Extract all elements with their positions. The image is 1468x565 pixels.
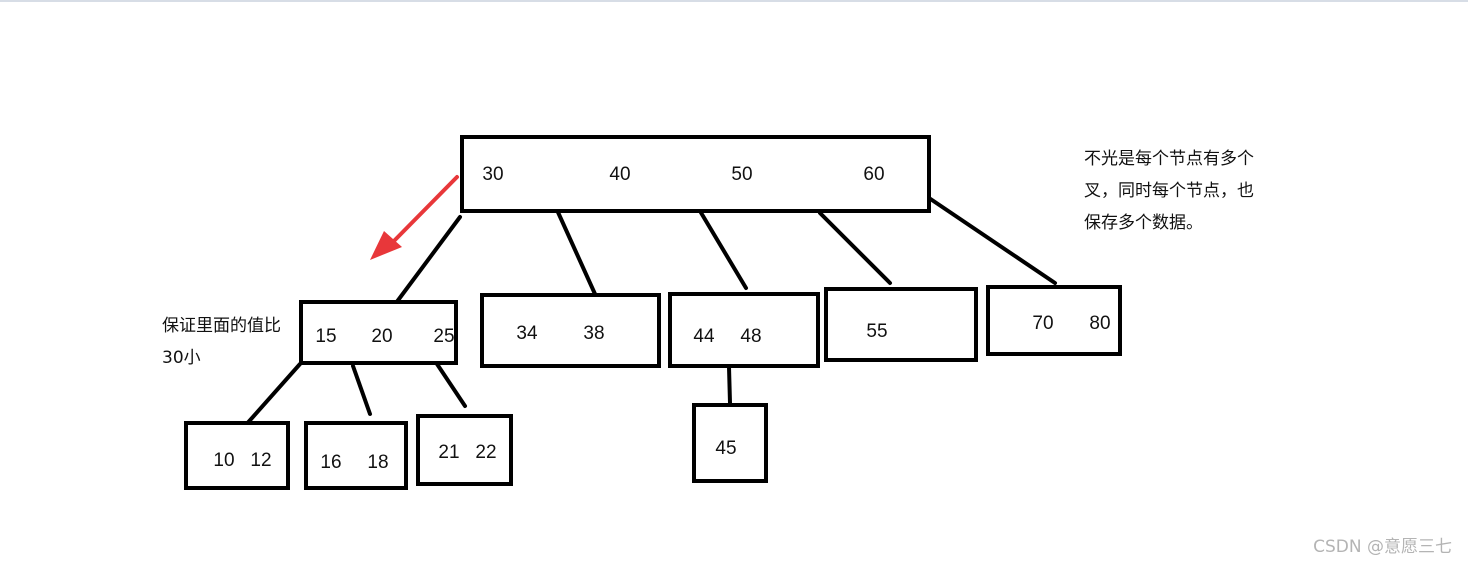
right-annotation-line: 叉，同时每个节点，也 <box>1084 181 1254 201</box>
leaf-node-1-key: 12 <box>250 450 271 471</box>
edge-root-child-3 <box>698 209 748 290</box>
child-node-2-key: 38 <box>583 323 604 344</box>
leaf-node-1-key: 10 <box>213 450 234 471</box>
leaf-node-2-key: 18 <box>367 452 388 473</box>
root-key: 50 <box>731 164 752 185</box>
left-annotation-line: 30小 <box>162 348 201 368</box>
edge-root-child-5 <box>927 196 1057 285</box>
edge-child-1-leaf-2 <box>351 364 372 416</box>
root-key: 30 <box>482 164 503 185</box>
edge-root-child-2 <box>555 208 597 296</box>
root-key: 40 <box>609 164 630 185</box>
right-annotation: 不光是每个节点有多个 叉，同时每个节点，也 保存多个数据。 <box>1084 143 1254 239</box>
child-node-4 <box>824 287 978 362</box>
leaf-node-4 <box>692 403 768 483</box>
child-node-2 <box>480 293 661 368</box>
child-node-3 <box>668 292 820 368</box>
child-node-1-key: 20 <box>371 326 392 347</box>
leaf-node-2-key: 16 <box>320 452 341 473</box>
child-node-2-key: 34 <box>516 323 538 344</box>
child-node-3-key: 44 <box>693 326 715 347</box>
leaf-node-1 <box>184 421 290 490</box>
child-node-4-key: 55 <box>866 321 887 342</box>
leaf-node-4-key: 45 <box>715 438 736 459</box>
leaf-node-3-key: 21 <box>438 442 459 463</box>
leaf-node-2 <box>304 421 408 490</box>
red-arrow-icon <box>370 175 459 260</box>
root-node <box>460 135 931 213</box>
child-node-1-key: 15 <box>315 326 336 347</box>
leaf-node-3-key: 22 <box>475 442 496 463</box>
child-node-1 <box>299 300 458 365</box>
edge-child-1-leaf-3 <box>435 362 467 408</box>
top-border <box>0 0 1468 2</box>
left-annotation-line: 保证里面的值比 <box>162 316 281 336</box>
right-annotation-line: 不光是每个节点有多个 <box>1084 149 1254 169</box>
child-node-5-key: 80 <box>1089 313 1110 334</box>
right-annotation-line: 保存多个数据。 <box>1084 213 1203 233</box>
left-annotation: 保证里面的值比 30小 <box>162 310 281 374</box>
edge-child-3-leaf-4 <box>727 365 732 405</box>
csdn-watermark: CSDN @意愿三七 <box>1313 537 1452 557</box>
edge-root-child-4 <box>818 211 892 285</box>
child-node-3-key: 48 <box>740 326 761 347</box>
child-node-5 <box>986 285 1122 356</box>
edge-root-child-1 <box>394 215 462 305</box>
child-node-1-key: 25 <box>433 326 454 347</box>
child-node-5-key: 70 <box>1032 313 1053 334</box>
edge-child-1-leaf-1 <box>242 362 302 429</box>
leaf-node-3 <box>416 414 513 486</box>
root-key: 60 <box>863 164 884 185</box>
